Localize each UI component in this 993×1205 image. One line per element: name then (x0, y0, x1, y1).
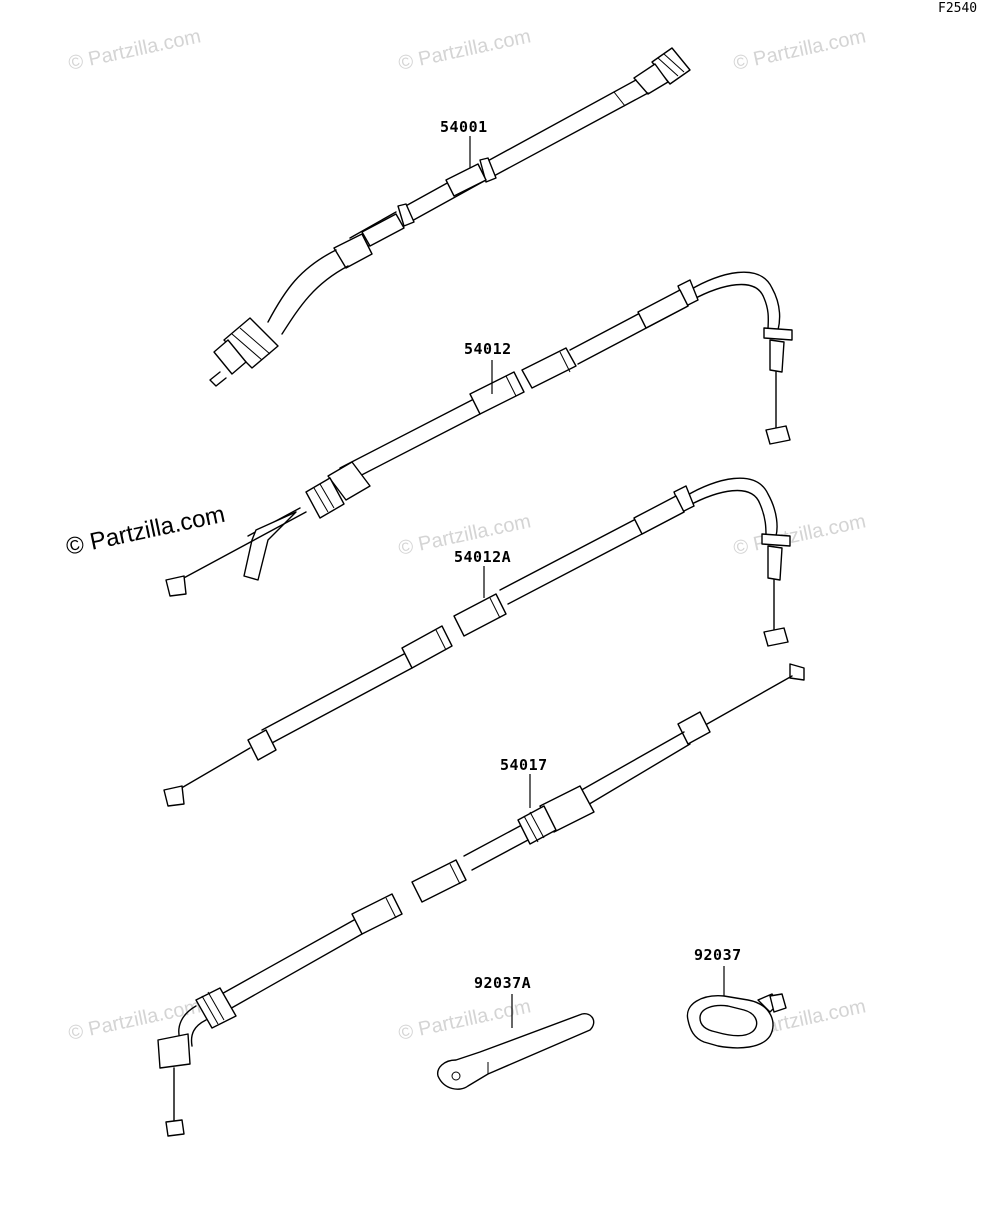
part-number: 54012 (464, 340, 512, 358)
watermark-text: © Partzilla.com (66, 25, 202, 75)
part-number: 54001 (440, 118, 488, 136)
figure-code: F2540 (938, 1, 977, 16)
part-number: 54012A (454, 548, 511, 566)
watermark-large: © Partzilla.com (64, 501, 228, 561)
cable-54017[interactable]: 54017 (157, 663, 805, 1137)
part-number: 54017 (500, 756, 548, 774)
strap-92037A[interactable]: 92037A (437, 974, 595, 1090)
watermark-text: © Partzilla.com (731, 25, 867, 75)
cable-54012A[interactable]: 54012A (163, 477, 791, 807)
cable-54012[interactable]: 54012 (165, 271, 793, 597)
cable-end-nut (633, 47, 691, 95)
clamp-92037[interactable]: 92037 (686, 946, 787, 1049)
part-number: 92037A (474, 974, 531, 992)
cable-54001[interactable]: 54001 (209, 47, 691, 387)
watermark-text: © Partzilla.com (396, 25, 532, 75)
part-number: 92037 (694, 946, 742, 964)
watermark-text: © Partzilla.com (731, 510, 867, 560)
